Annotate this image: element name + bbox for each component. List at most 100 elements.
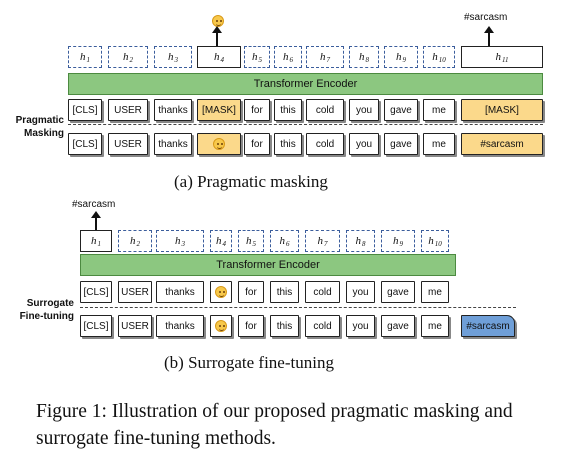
token-text: thanks — [158, 138, 188, 150]
hidden-state-symbol: h — [168, 51, 174, 63]
hidden-state-index: 2 — [136, 240, 141, 248]
input-a-token-8: you — [349, 133, 379, 155]
caption-b: (b) Surrogate fine-tuning — [164, 353, 334, 372]
model-b-token-7: cold — [305, 281, 340, 303]
hidden-state-index: 11 — [502, 56, 509, 64]
input-a-token-2: USER — [108, 133, 148, 155]
hidden-state-symbol: h — [279, 235, 286, 247]
input-a-token-1: [CLS] — [68, 133, 102, 155]
masked-token-1: [CLS] — [68, 99, 102, 121]
token-text: this — [276, 286, 293, 298]
hidden-state-index: 1 — [86, 56, 91, 64]
token-text: for — [251, 138, 263, 150]
model-b-token-10: me — [421, 281, 449, 303]
token-text: [MASK] — [485, 104, 519, 116]
token-text: you — [355, 104, 373, 116]
input-a-token-6: this — [274, 133, 302, 155]
hidden-state-symbol: h — [175, 235, 181, 247]
input-b-token-3: thanks — [156, 315, 204, 337]
masked-token-2: USER — [108, 99, 148, 121]
hidden-state-index: 3 — [174, 56, 179, 64]
encoder-label-b: Transformer Encoder — [216, 259, 320, 271]
input-b-token-4 — [210, 315, 232, 337]
hidden-state-index: 7 — [326, 56, 331, 64]
hidden-state-symbol: h — [91, 235, 97, 247]
input-a-token-9: gave — [384, 133, 418, 155]
hidden-state-symbol: h — [393, 235, 399, 247]
token-text: [CLS] — [83, 286, 109, 298]
token-text: gave — [387, 286, 409, 298]
token-text: me — [428, 286, 442, 298]
prediction-label-b: #sarcasm — [72, 199, 116, 210]
hidden-state-symbol: h — [283, 51, 289, 63]
masked-token-8: you — [349, 99, 379, 121]
token-text: gave — [387, 320, 409, 332]
model-b-token-3: thanks — [156, 281, 204, 303]
token-text: this — [280, 138, 296, 150]
input-a-token-5: for — [244, 133, 270, 155]
token-text: USER — [121, 286, 149, 298]
hidden-state-index: 6 — [286, 240, 290, 248]
side-label-a-line1: Pragmatic — [15, 115, 64, 126]
masked-token-5: for — [244, 99, 270, 121]
model-b-token-8: you — [346, 281, 375, 303]
side-label-a: Pragmatic Masking — [4, 114, 64, 140]
model-b-token-1: [CLS] — [80, 281, 112, 303]
token-text: [CLS] — [72, 104, 98, 116]
prediction-label-a: #sarcasm — [464, 12, 508, 23]
token-text: #sarcasm — [480, 138, 524, 150]
transformer-encoder-b: Transformer Encoder — [80, 254, 456, 276]
hidden-state-index: 8 — [365, 56, 370, 64]
hidden-state-symbol: h — [320, 51, 326, 63]
hidden-state-index: 7 — [324, 240, 328, 248]
token-text: you — [355, 138, 373, 150]
hidden-state-symbol: h — [123, 51, 129, 63]
side-label-a-line2: Masking — [23, 128, 64, 139]
hidden-state-index: 10 — [438, 56, 446, 64]
hidden-state-index: 9 — [402, 56, 407, 64]
token-text: cold — [313, 286, 332, 298]
encoder-label-a: Transformer Encoder — [253, 78, 358, 90]
side-label-b-line1: Surrogate — [26, 298, 74, 309]
hidden-state-index: 8 — [362, 240, 366, 248]
model-b-token-2: USER — [118, 281, 152, 303]
hidden-state-symbol: h — [252, 51, 258, 63]
hidden-state-symbol: h — [216, 235, 222, 247]
model-b-token-6: this — [270, 281, 299, 303]
separator-b — [80, 307, 516, 308]
hidden-state-index: 9 — [399, 240, 404, 248]
hidden-state-index: 10 — [434, 240, 442, 248]
input-b-token-7: cold — [305, 315, 340, 337]
input-b-token-10: me — [421, 315, 449, 337]
token-text: me — [432, 104, 446, 116]
hidden-state-symbol: h — [246, 235, 252, 247]
input-a-token-10: me — [423, 133, 455, 155]
side-label-b: Surrogate Fine-tuning — [4, 297, 74, 323]
masked-token-9: gave — [384, 99, 418, 121]
input-b-token-8: you — [346, 315, 375, 337]
masked-token-7: cold — [306, 99, 344, 121]
hidden-state-symbol: h — [428, 235, 434, 247]
hidden-state-index: 5 — [252, 240, 257, 248]
token-text: USER — [121, 320, 149, 332]
masked-token-4: [MASK] — [197, 99, 241, 121]
hidden-state-index: 4 — [220, 56, 225, 64]
separator-a — [68, 124, 543, 125]
caption-a: (a) Pragmatic masking — [174, 172, 328, 191]
token-text: thanks — [165, 286, 195, 298]
token-text: you — [352, 286, 369, 298]
